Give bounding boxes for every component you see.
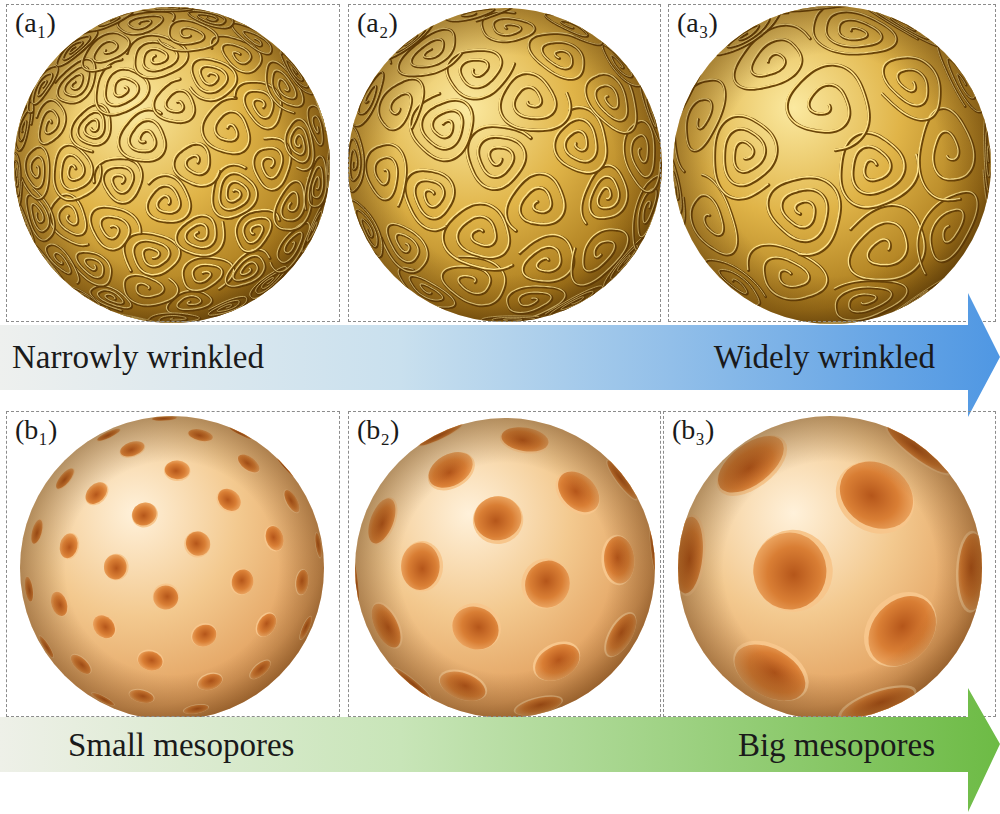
sphere-body [348,8,662,322]
trend-label: Small mesopores [68,728,294,763]
panel-label: (a₃) [677,8,718,37]
panel-label: (b₂) [357,415,399,444]
wrinkled-sphere [346,3,663,325]
figure-panel: (b₁) [6,411,340,717]
sphere-surface [11,4,332,326]
trend-arrow-band: Narrowly wrinkled Widely wrinkled [0,290,1000,420]
figure-panel: (a₂) [348,4,661,322]
trend-label: Big mesopores [738,728,935,763]
gradient-arrow [0,688,1000,812]
sphere-body [678,416,982,720]
wrinkled-sphere [11,4,332,326]
panel-label: (b₃) [672,415,714,444]
sphere-body [20,416,324,720]
panel-label: (a₂) [357,8,398,37]
sphere-surface [346,3,663,325]
gradient-arrow [0,293,1000,417]
panel-label: (b₁) [15,415,57,444]
sphere-shade [348,8,662,322]
sphere-shade [14,7,330,323]
sphere-body [673,6,991,324]
mesoporous-sphere [352,418,659,720]
sphere-shade [678,416,982,720]
wrinkled-sphere [668,1,996,326]
sphere-body [14,7,330,323]
sphere-shade [673,6,991,324]
sphere-surface [668,1,996,326]
trend-label: Widely wrinkled [714,340,935,375]
sphere-shade [355,418,655,718]
panel-label: (a₁) [15,8,56,37]
figure-panel: (a₃) [668,4,996,322]
figure-panel: (a₁) [6,4,340,322]
mesoporous-sphere [671,416,988,730]
sphere-body [355,418,655,718]
figure-panel: (b₂) [348,411,661,717]
trend-arrow-band: Small mesopores Big mesopores [0,686,1000,814]
figure-panel: (b₃) [663,411,996,717]
trend-label: Narrowly wrinkled [12,340,264,375]
sphere-shade [20,416,324,720]
mesoporous-sphere [20,416,324,720]
